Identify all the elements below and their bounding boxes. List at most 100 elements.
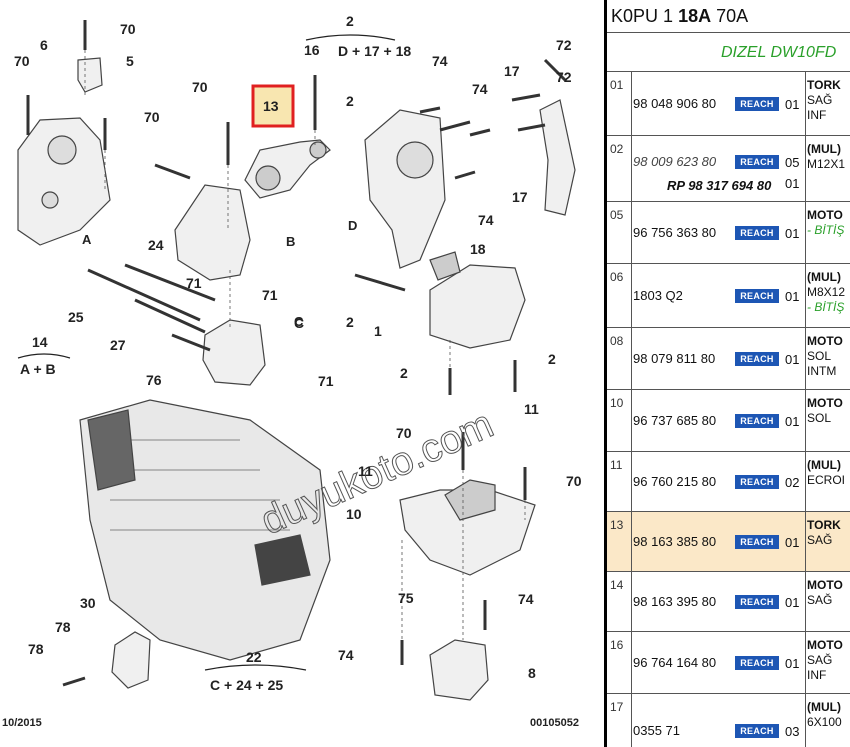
part-description: MOTO- BİTİŞ	[807, 208, 845, 237]
quantity: 01	[785, 656, 800, 671]
callout-0: 70	[120, 21, 136, 37]
part-letter-c: C	[294, 314, 304, 329]
callout-2: 5	[126, 53, 134, 69]
callout-10: D + 17 + 18	[338, 43, 411, 59]
part-description: (MUL)M12X1	[807, 142, 846, 171]
reach-badge: REACH	[735, 97, 779, 111]
diagram-date: 10/2015	[2, 717, 42, 729]
bracket-1	[429, 264, 526, 349]
callout-26: 17	[512, 189, 528, 205]
part-reference[interactable]: 96 756 363 80	[633, 225, 717, 240]
part-reference[interactable]: 96 764 164 80	[633, 655, 717, 670]
callout-8: 2	[346, 13, 354, 29]
quantity: 01	[785, 595, 800, 610]
callout-11: 24	[148, 237, 164, 253]
reach-badge: REACH	[735, 535, 779, 549]
callout-38: 30	[80, 595, 96, 611]
callout-4: 70	[144, 109, 160, 125]
quantity: 03	[785, 724, 800, 739]
part-description: (MUL)6X100	[807, 700, 842, 729]
bracket-b	[174, 184, 251, 281]
part-reference[interactable]: 98 163 385 80	[633, 534, 717, 549]
row-index: 06	[610, 270, 624, 284]
callout-5: 70	[192, 79, 208, 95]
callout-22: 74	[472, 81, 488, 97]
part-letter-d: D	[348, 218, 357, 233]
callout-15: 71	[262, 287, 278, 303]
callout-20: A + B	[20, 361, 56, 377]
replacement-reference[interactable]: RP 98 317 694 80	[667, 178, 772, 193]
callout-23: 17	[504, 63, 520, 79]
callout-9: 16	[304, 42, 320, 58]
reach-badge: REACH	[735, 656, 779, 670]
part-description: (MUL)M8X12- BİTİŞ	[807, 270, 846, 314]
reach-badge: REACH	[735, 289, 779, 303]
callout-13: 27	[110, 337, 126, 353]
callout-31: 2	[400, 365, 408, 381]
mount-c	[202, 319, 266, 386]
callout-27: 74	[478, 212, 494, 228]
callout-40: 78	[28, 641, 44, 657]
part-reference[interactable]: 96 760 215 80	[633, 474, 717, 489]
bush-18	[429, 251, 461, 281]
bracket-a	[17, 117, 111, 246]
plate-20	[539, 99, 576, 216]
callout-39: 78	[55, 619, 71, 635]
part-reference[interactable]: 98 163 395 80	[633, 594, 717, 609]
quantity: 01	[785, 352, 800, 367]
highlight-box-13[interactable]	[251, 84, 295, 128]
row-index: 13	[610, 518, 624, 532]
row-index: 14	[610, 578, 624, 592]
part-reference[interactable]: 96 737 685 80	[633, 413, 717, 428]
callout-7: 13	[263, 98, 279, 114]
callout-24: 72	[556, 37, 572, 53]
part-reference[interactable]: 1803 Q2	[633, 288, 683, 303]
callout-29: 2	[346, 314, 354, 330]
header-prefix: K0PU 1	[611, 6, 674, 26]
part-reference[interactable]: 98 009 623 80	[633, 154, 717, 169]
quantity: 01	[785, 226, 800, 241]
row-index: 16	[610, 638, 624, 652]
reach-badge: REACH	[735, 595, 779, 609]
callout-17: 76	[146, 372, 162, 388]
reach-badge: REACH	[735, 352, 779, 366]
reach-badge: REACH	[735, 724, 779, 738]
reach-badge: REACH	[735, 414, 779, 428]
callout-28: 18	[470, 241, 486, 257]
callout-41: 75	[398, 590, 414, 606]
engine-label: DIZEL DW10FD	[607, 32, 850, 71]
callout-6: 2	[346, 93, 354, 109]
row-index: 01	[610, 78, 624, 92]
panel-separator	[604, 0, 607, 747]
callout-36: 70	[566, 473, 582, 489]
part-reference[interactable]: 98 048 906 80	[633, 96, 717, 111]
part-reference[interactable]: 98 079 811 80	[633, 351, 716, 366]
mount-30	[111, 631, 151, 689]
row-index: 08	[610, 334, 624, 348]
bracket-d	[364, 109, 446, 269]
quantity-replacement: 01	[785, 176, 800, 191]
part-letter-b: B	[286, 234, 295, 249]
part-reference[interactable]: 0355 71	[633, 723, 680, 738]
row-index: 05	[610, 208, 624, 222]
header-suffix: 70A	[716, 6, 749, 26]
